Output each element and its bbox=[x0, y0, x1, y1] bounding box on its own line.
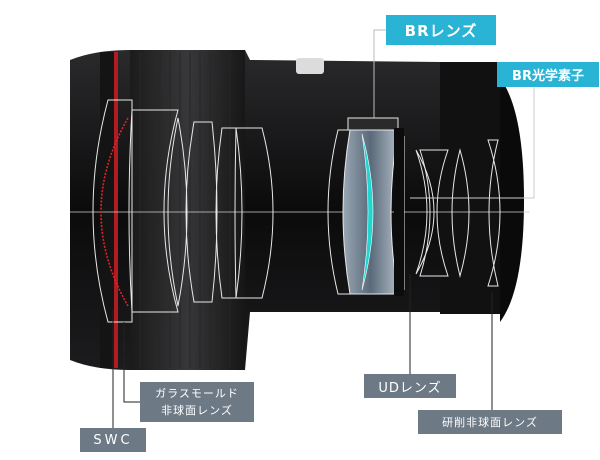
ground-aspherical-label: 研削非球面レンズ bbox=[418, 410, 562, 434]
swc-coating bbox=[100, 117, 129, 307]
lens-barrel bbox=[70, 50, 524, 370]
front-element bbox=[92, 99, 133, 323]
swc-label: SWC bbox=[80, 428, 146, 452]
ud-lens-element bbox=[415, 149, 435, 275]
af-mf-switch bbox=[296, 58, 324, 74]
glass-mold-label-line1: ガラスモールド bbox=[155, 387, 239, 400]
ud-lens-label: UDレンズ bbox=[364, 374, 456, 398]
lens-elements bbox=[92, 99, 501, 323]
glass-mold-aspherical-label: ガラスモールド 非球面レンズ bbox=[140, 382, 254, 422]
br-lens-label: BRレンズ bbox=[386, 15, 496, 45]
glass-mold-label-line2: 非球面レンズ bbox=[161, 404, 233, 417]
br-lens-assembly bbox=[342, 117, 404, 296]
br-optical-element bbox=[361, 133, 374, 291]
red-ring bbox=[114, 52, 118, 368]
lens-mount bbox=[500, 78, 524, 322]
ground-aspherical-element bbox=[487, 139, 501, 287]
br-optical-element-label: BR光学素子 bbox=[497, 62, 599, 87]
